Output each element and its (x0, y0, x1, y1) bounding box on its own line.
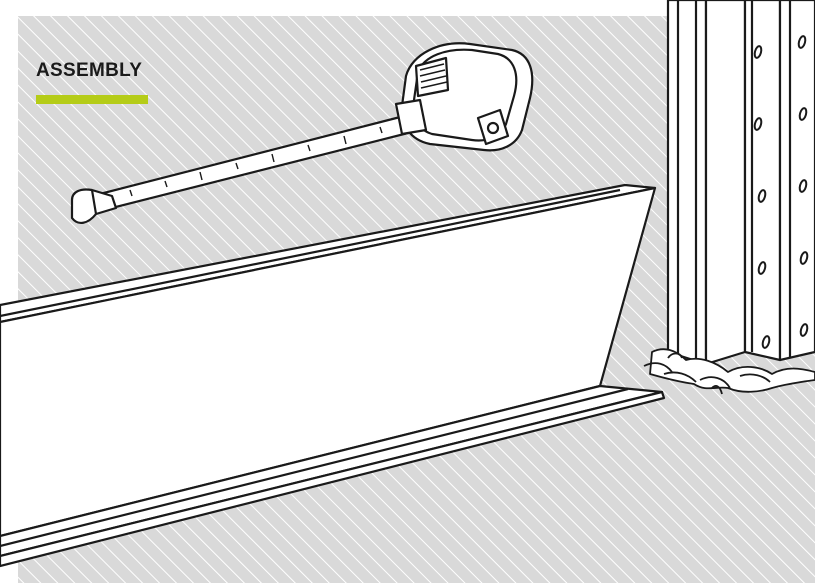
section-title: ASSEMBLY (36, 60, 142, 82)
underline-bar (36, 95, 148, 104)
section-title-underline (36, 95, 148, 104)
steel-post-icon (668, 0, 815, 364)
